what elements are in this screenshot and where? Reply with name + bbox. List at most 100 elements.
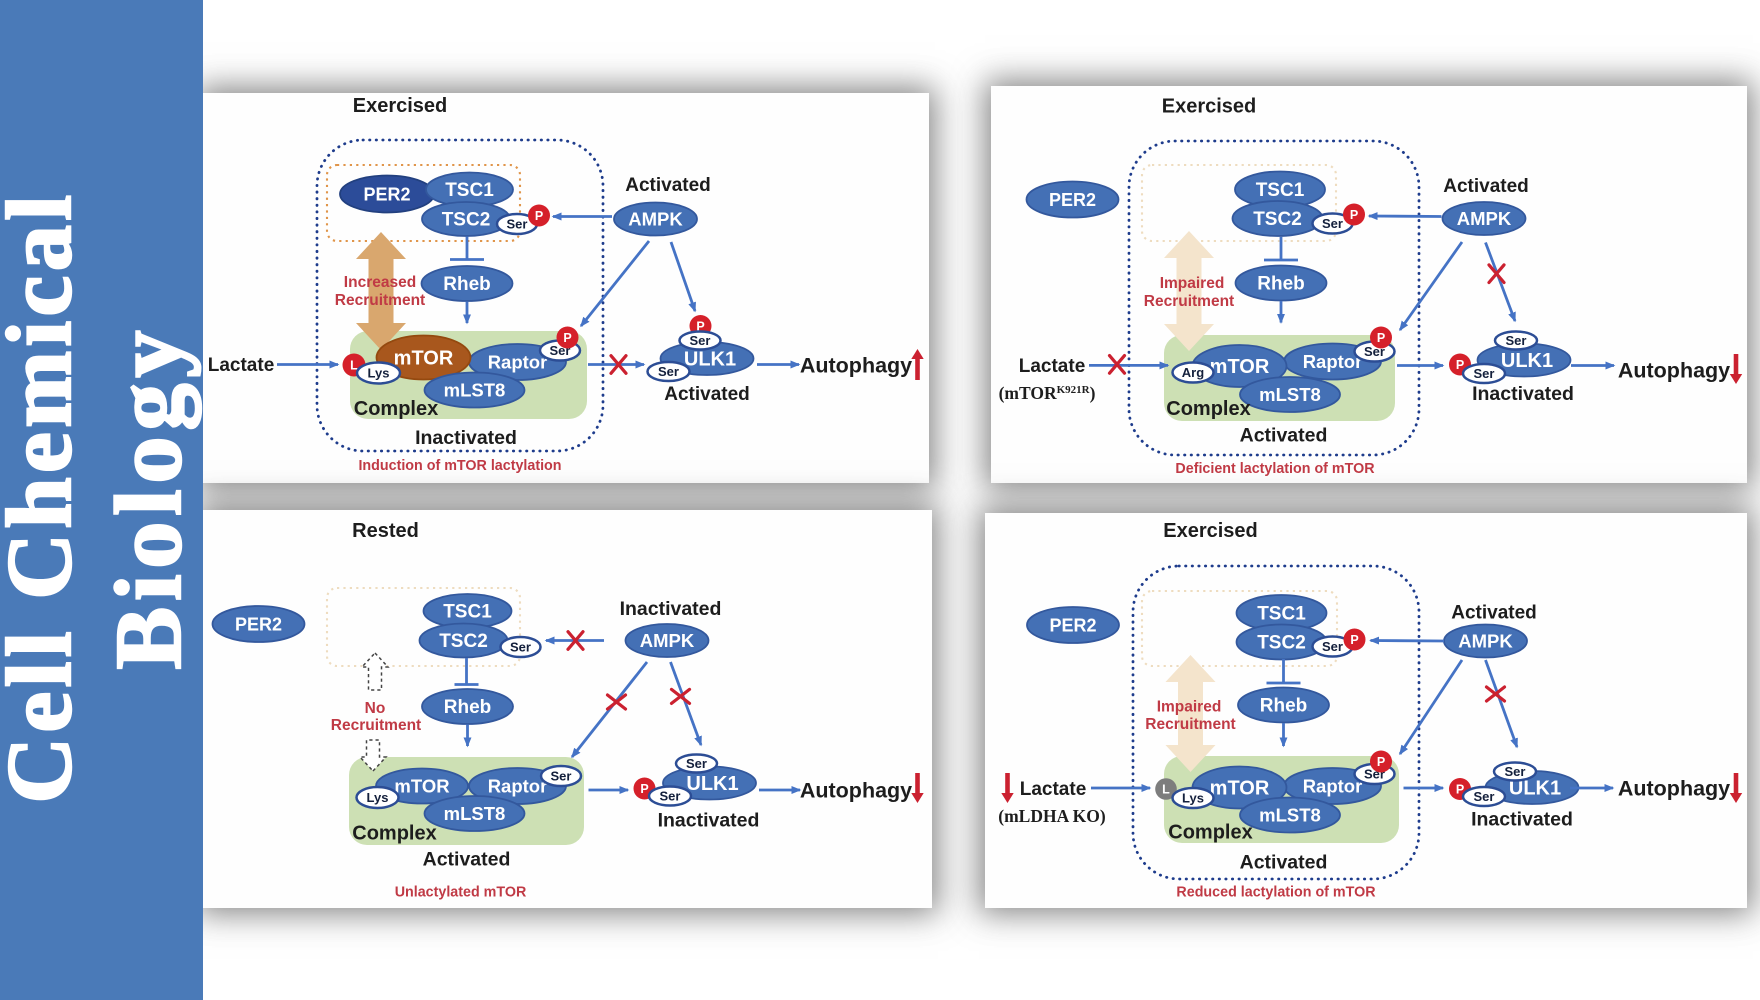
svg-text:mLST8: mLST8 xyxy=(444,379,506,400)
svg-text:TSC2: TSC2 xyxy=(1257,633,1306,654)
svg-text:Activated: Activated xyxy=(1240,851,1328,873)
svg-text:TSC2: TSC2 xyxy=(442,210,491,231)
svg-text:PER2: PER2 xyxy=(235,614,282,634)
svg-text:P: P xyxy=(1350,633,1358,647)
svg-text:Activated: Activated xyxy=(664,384,750,405)
svg-text:Lys: Lys xyxy=(367,790,389,805)
svg-text:Ser: Ser xyxy=(660,789,681,804)
svg-text:Exercised: Exercised xyxy=(353,95,448,117)
svg-text:Complex: Complex xyxy=(352,823,436,845)
svg-text:Inactivated: Inactivated xyxy=(620,598,722,620)
svg-text:Ser: Ser xyxy=(551,769,572,784)
svg-text:No: No xyxy=(365,700,386,717)
svg-text:ULK1: ULK1 xyxy=(1509,778,1561,800)
svg-text:Exercised: Exercised xyxy=(1163,520,1258,542)
svg-text:AMPK: AMPK xyxy=(640,630,695,651)
svg-text:Autophagy: Autophagy xyxy=(800,779,912,803)
svg-text:Raptor: Raptor xyxy=(488,775,548,796)
svg-text:Raptor: Raptor xyxy=(488,351,548,372)
svg-text:Reduced lactylation of mTOR: Reduced lactylation of mTOR xyxy=(1176,885,1376,901)
svg-text:P: P xyxy=(1456,358,1464,372)
svg-text:P: P xyxy=(696,319,704,333)
svg-text:Complex: Complex xyxy=(1168,822,1252,844)
svg-text:Lys: Lys xyxy=(1182,791,1204,806)
svg-text:P: P xyxy=(640,782,648,796)
svg-text:(mLDHA KO): (mLDHA KO) xyxy=(998,806,1106,826)
svg-text:Deficient lactylation of mTOR: Deficient lactylation of mTOR xyxy=(1175,461,1375,477)
svg-text:Complex: Complex xyxy=(1166,398,1250,420)
svg-text:Raptor: Raptor xyxy=(1303,775,1363,796)
svg-text:Rested: Rested xyxy=(352,520,419,542)
svg-text:Rheb: Rheb xyxy=(1257,274,1305,295)
svg-text:Ser: Ser xyxy=(658,364,679,379)
svg-text:Exercised: Exercised xyxy=(1162,96,1257,118)
svg-text:Unlactylated mTOR: Unlactylated mTOR xyxy=(395,885,527,901)
svg-text:TSC1: TSC1 xyxy=(445,180,494,201)
svg-text:P: P xyxy=(1377,331,1385,345)
svg-text:Induction of mTOR lactylation: Induction of mTOR lactylation xyxy=(358,458,561,474)
svg-text:Inactivated: Inactivated xyxy=(1472,383,1574,405)
svg-text:(mTORK921R): (mTORK921R) xyxy=(999,383,1096,403)
svg-text:ULK1: ULK1 xyxy=(1501,350,1553,372)
svg-text:Complex: Complex xyxy=(354,398,438,420)
svg-text:TSC2: TSC2 xyxy=(439,631,488,652)
svg-text:Ser: Ser xyxy=(1322,216,1343,231)
svg-text:L: L xyxy=(1162,782,1170,796)
svg-text:L: L xyxy=(350,358,358,372)
svg-text:P: P xyxy=(563,331,571,345)
svg-text:Arg: Arg xyxy=(1182,365,1204,380)
svg-text:Recruitment: Recruitment xyxy=(335,292,425,309)
svg-text:Recruitment: Recruitment xyxy=(1144,293,1234,310)
svg-text:Ser: Ser xyxy=(1505,764,1526,779)
svg-text:Impaired: Impaired xyxy=(1157,699,1222,716)
svg-text:P: P xyxy=(1377,755,1385,769)
svg-text:mLST8: mLST8 xyxy=(444,803,506,824)
svg-text:PER2: PER2 xyxy=(1049,190,1096,210)
svg-text:TSC2: TSC2 xyxy=(1253,209,1302,230)
svg-text:ULK1: ULK1 xyxy=(686,773,738,795)
svg-text:Raptor: Raptor xyxy=(1303,351,1363,372)
svg-text:Activated: Activated xyxy=(1443,176,1529,197)
svg-text:AMPK: AMPK xyxy=(1458,630,1513,651)
svg-text:Lactate: Lactate xyxy=(1020,779,1087,800)
svg-text:mTOR: mTOR xyxy=(1210,356,1270,378)
svg-text:Inactivated: Inactivated xyxy=(415,427,517,449)
svg-text:TSC1: TSC1 xyxy=(1257,604,1306,625)
svg-text:PER2: PER2 xyxy=(1049,615,1096,635)
svg-text:Autophagy: Autophagy xyxy=(1618,777,1730,801)
svg-text:Activated: Activated xyxy=(1240,425,1328,447)
svg-text:Autophagy: Autophagy xyxy=(800,354,912,378)
svg-text:Ser: Ser xyxy=(686,756,707,771)
svg-text:Autophagy: Autophagy xyxy=(1618,359,1730,383)
svg-text:Ser: Ser xyxy=(1474,366,1495,381)
svg-text:Lactate: Lactate xyxy=(208,355,275,376)
svg-text:P: P xyxy=(1350,208,1358,222)
svg-text:Rheb: Rheb xyxy=(443,274,491,295)
svg-text:Ser: Ser xyxy=(1322,639,1343,654)
svg-text:Ser: Ser xyxy=(510,640,531,655)
svg-text:Ser: Ser xyxy=(690,333,711,348)
svg-text:Lys: Lys xyxy=(368,366,390,381)
svg-text:mTOR: mTOR xyxy=(394,348,454,370)
svg-text:Ser: Ser xyxy=(1506,333,1527,348)
svg-text:Activated: Activated xyxy=(625,175,711,196)
svg-text:P: P xyxy=(535,209,543,223)
svg-text:mLST8: mLST8 xyxy=(1259,804,1321,825)
svg-text:AMPK: AMPK xyxy=(1457,208,1512,229)
svg-text:Inactivated: Inactivated xyxy=(1471,808,1573,830)
svg-text:mTOR: mTOR xyxy=(1210,778,1270,800)
svg-text:Rheb: Rheb xyxy=(444,697,492,718)
svg-text:Recruitment: Recruitment xyxy=(1145,716,1235,733)
svg-text:TSC1: TSC1 xyxy=(1256,180,1305,201)
svg-text:Activated: Activated xyxy=(1451,603,1537,624)
svg-text:Increased: Increased xyxy=(344,274,416,291)
svg-text:mTOR: mTOR xyxy=(394,775,449,796)
svg-text:mLST8: mLST8 xyxy=(1259,384,1321,405)
svg-text:Recruitment: Recruitment xyxy=(331,717,421,734)
svg-text:Ser: Ser xyxy=(1474,789,1495,804)
svg-text:PER2: PER2 xyxy=(363,184,410,204)
svg-text:Activated: Activated xyxy=(423,849,511,871)
svg-text:AMPK: AMPK xyxy=(628,208,683,229)
svg-text:ULK1: ULK1 xyxy=(684,349,736,371)
svg-text:Lactate: Lactate xyxy=(1019,356,1086,377)
